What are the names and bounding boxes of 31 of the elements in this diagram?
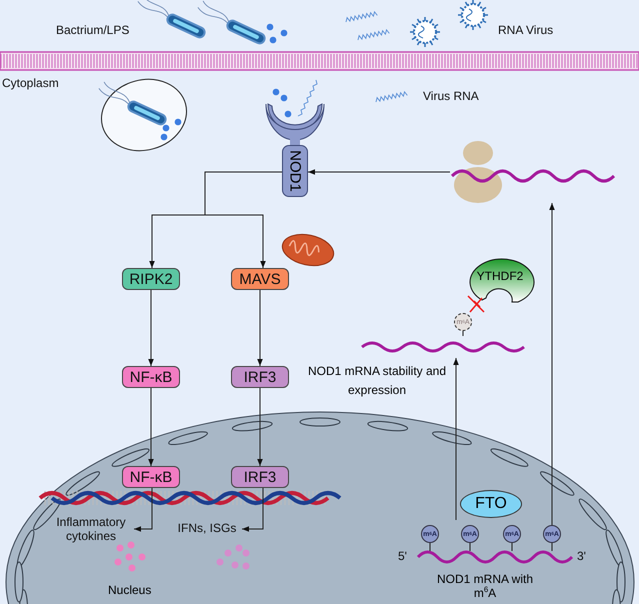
arrow: [308, 169, 450, 175]
text-label: Cytoplasm: [2, 76, 59, 90]
protein-box: RIPK2: [122, 268, 180, 290]
text-label: 3': [577, 549, 586, 563]
receptor-stem: [282, 145, 308, 197]
protein-label: YTHDF2: [476, 269, 524, 283]
arrow: [204, 172, 282, 268]
protein-box: IRF3: [231, 466, 289, 488]
arrow: [549, 202, 555, 526]
arrow: [148, 290, 154, 366]
text-label: Bactrium/LPS: [56, 23, 130, 37]
arrow: [148, 388, 154, 466]
protein-box: NF-κB: [122, 466, 180, 488]
caption-text: NOD1 mRNA stability and expression: [306, 363, 448, 399]
compartment-label: Nucleus: [108, 583, 152, 597]
protein-box: NF-κB: [122, 366, 180, 388]
caption-text: NOD1 mRNA with m$^{6}$A: [436, 572, 534, 600]
arrow: [257, 388, 263, 466]
text-label: RNA Virus: [498, 23, 554, 37]
protein-box: IRF3: [231, 366, 289, 388]
text-label: 5': [398, 549, 407, 563]
product-label: Inflammatory cytokines: [48, 516, 134, 544]
protein-label: NOD1: [286, 150, 304, 192]
ribosome-drawing: [450, 140, 616, 203]
text-label: Virus RNA: [423, 89, 479, 103]
arrow: [134, 488, 152, 532]
arrow: [242, 488, 264, 532]
protein-box: MAVS: [231, 268, 289, 290]
arrow: [257, 290, 263, 366]
product-label: IFNs, ISGs: [172, 522, 242, 538]
arrow: [453, 358, 459, 520]
